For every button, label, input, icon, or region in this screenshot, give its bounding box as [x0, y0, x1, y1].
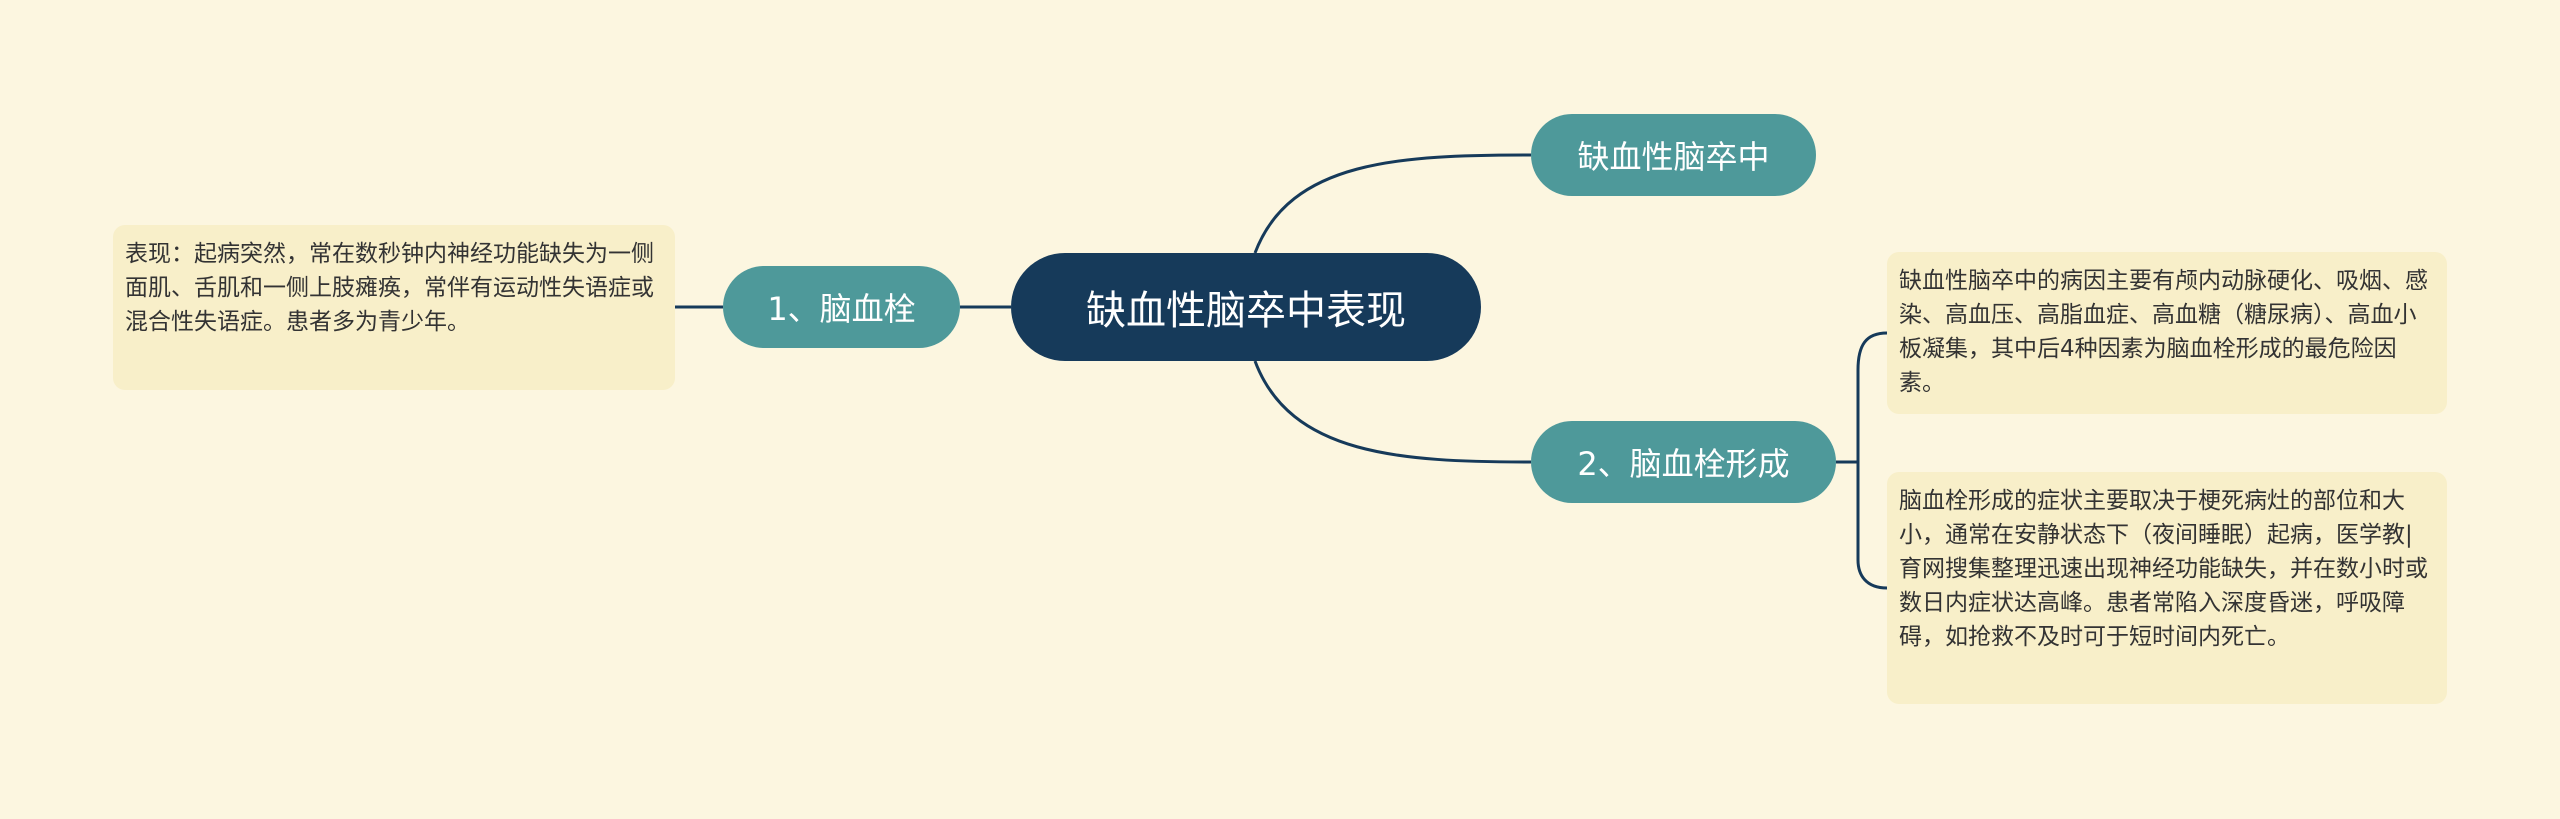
link-brace	[1856, 331, 1888, 590]
note-stroke-causes: 缺血性脑卒中的病因主要有颅内动脉硬化、吸烟、感染、高血压、高脂血症、高血糖（糖尿…	[1887, 252, 2447, 414]
link-root-to-topic-1	[1253, 153, 1532, 254]
topic-label: 1、脑血栓	[767, 290, 916, 328]
root-label: 缺血性脑卒中表现	[1086, 288, 1406, 334]
link-root-to-topic-3	[1253, 360, 1532, 464]
topic-cerebral-embolism[interactable]: 1、脑血栓	[723, 266, 960, 348]
topic-label: 2、脑血栓形成	[1577, 445, 1790, 483]
root-node[interactable]: 缺血性脑卒中表现	[1011, 253, 1481, 361]
topic-label: 缺血性脑卒中	[1577, 138, 1770, 176]
topic-thrombosis-formation[interactable]: 2、脑血栓形成	[1531, 421, 1836, 503]
topic-ischemic-stroke[interactable]: 缺血性脑卒中	[1531, 114, 1816, 196]
note-embolism-symptoms: 表现：起病突然，常在数秒钟内神经功能缺失为一侧面肌、舌肌和一侧上肢瘫痪，常伴有运…	[113, 225, 675, 390]
note-thrombosis-symptoms: 脑血栓形成的症状主要取决于梗死病灶的部位和大小，通常在安静状态下（夜间睡眠）起病…	[1887, 472, 2447, 704]
